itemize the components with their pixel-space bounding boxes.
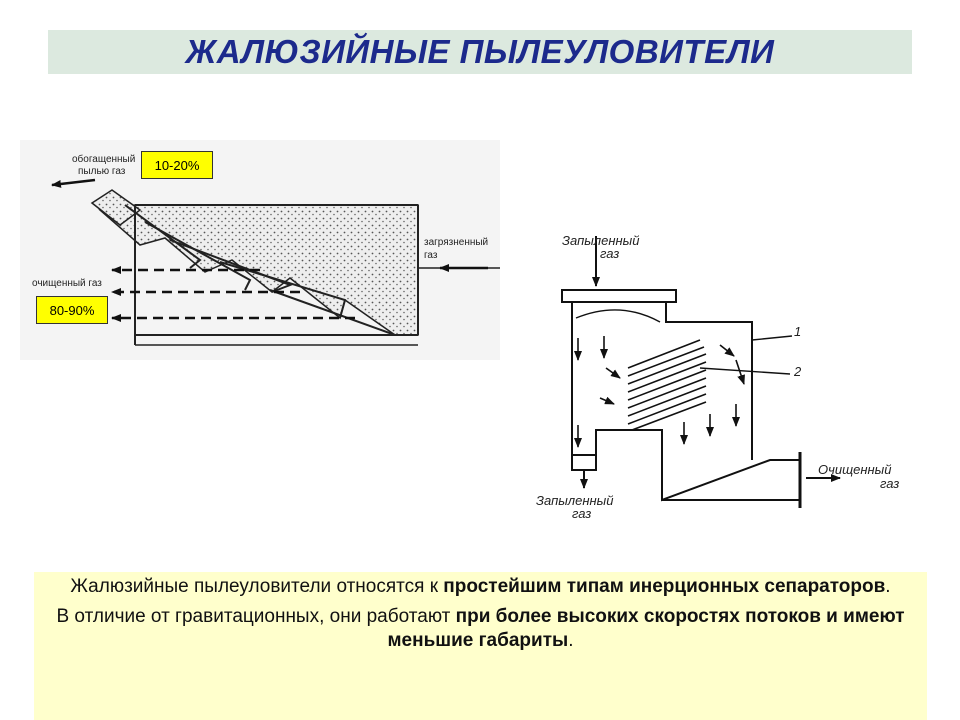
louver-blades [124,204,396,336]
dust-outlet-label-1: Запыленный [536,493,613,508]
enriched-gas-arrow [51,178,96,188]
louver-separator-diagram: обогащенный пылью газ загрязненный газ о… [20,140,500,360]
label-dirty-2: газ [424,250,438,261]
label-enriched-2: пылью газ [78,166,126,177]
info-paragraph-1: Жалюзийные пылеуловители относятся к про… [54,575,907,599]
info-p2-bold: при более высоких скоростях потоков и им… [387,606,905,651]
louver-grid [627,339,707,431]
info-box: Жалюзийные пылеуловители относятся к про… [34,572,927,720]
inlet-label-2: газ [600,246,619,261]
callout-2-line [699,367,791,375]
inlet-flange [561,289,677,303]
clean-outlet-label-1: Очищенный [818,462,891,477]
callout-1-line [751,335,793,341]
info-paragraph-2: В отличие от гравитационных, они работаю… [54,605,907,653]
label-enriched-1: обогащенный [72,153,135,165]
diagrams: обогащенный пылью газ загрязненный газ о… [20,140,899,522]
page-title: ЖАЛЮЗИЙНЫЕ ПЫЛЕУЛОВИТЕЛИ [185,33,775,70]
info-p1-end: . [885,576,891,597]
callout-2: 2 [793,364,802,379]
label-clean: очищенный газ [32,278,102,289]
clean-gas-arrows [111,266,355,322]
inlet-label-1: Запыленный [562,233,639,248]
enriched-channel [90,189,142,226]
flow-arrows [574,236,841,489]
dust-hopper [571,454,597,471]
info-p2-text: В отличие от гравитационных, они работаю… [56,606,456,627]
badge-enriched-percent: 10-20% [141,151,213,179]
info-p2-end: . [568,630,574,651]
info-p1-text: Жалюзийные пылеуловители относятся к [70,576,444,597]
apparatus-labels: Запыленный газ Запыленный газ Очищенный … [536,233,899,521]
title-bar: ЖАЛЮЗИЙНЫЕ ПЫЛЕУЛОВИТЕЛИ [48,30,912,74]
dust-outlet-label-2: газ [572,506,591,521]
callout-1: 1 [794,324,801,339]
info-p1-bold: простейшим типам инерционных сепараторов [443,576,886,597]
label-dirty-1: загрязненный [424,237,488,248]
clean-outlet-label-2: газ [880,476,899,491]
apparatus-diagram [530,232,841,522]
badge-clean-percent: 80-90% [36,296,108,324]
